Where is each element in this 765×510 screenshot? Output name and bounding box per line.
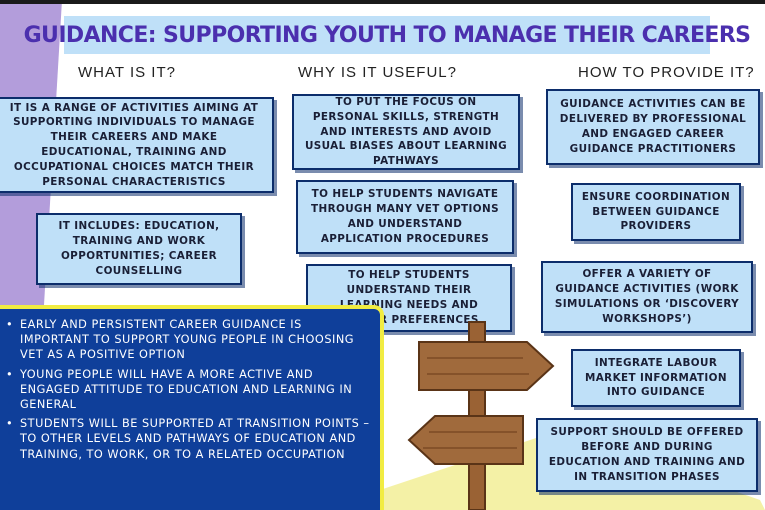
heading-how-to-provide: HOW TO PROVIDE IT? — [578, 64, 755, 81]
card-what-includes: IT INCLUDES: EDUCATION, TRAINING AND WOR… — [36, 213, 242, 285]
bullet-glyph: • — [6, 367, 14, 381]
card-how-variety: OFFER A VARIETY OF GUIDANCE ACTIVITIES (… — [541, 261, 753, 333]
page-title: GUIDANCE: SUPPORTING YOUTH TO MANAGE THE… — [23, 22, 751, 48]
bullet-glyph: • — [6, 417, 14, 431]
card-how-practitioners: GUIDANCE ACTIVITIES CAN BE DELIVERED BY … — [546, 89, 760, 165]
top-edge-strip — [0, 0, 765, 4]
card-how-coordination: ENSURE COORDINATION BETWEEN GUIDANCE PRO… — [571, 183, 741, 241]
signpost-icon — [407, 321, 555, 510]
signpost-arrow-left — [407, 415, 524, 465]
card-how-transition-support: SUPPORT SHOULD BE OFFERED BEFORE AND DUR… — [536, 418, 758, 492]
benefits-panel: • EARLY AND PERSISTENT CAREER GUIDANCE I… — [0, 305, 384, 510]
heading-what-is-it: WHAT IS IT? — [78, 64, 176, 81]
card-how-labour-market: INTEGRATE LABOUR MARKET INFORMATION INTO… — [571, 349, 741, 407]
heading-why-useful: WHY IS IT USEFUL? — [298, 64, 457, 81]
bullet-glyph: • — [6, 318, 14, 331]
benefits-list: • EARLY AND PERSISTENT CAREER GUIDANCE I… — [0, 309, 380, 462]
list-item: • STUDENTS WILL BE SUPPORTED AT TRANSITI… — [6, 417, 370, 461]
card-why-focus-skills: TO PUT THE FOCUS ON PERSONAL SKILLS, STR… — [292, 94, 520, 170]
card-why-navigate-vet: TO HELP STUDENTS NAVIGATE THROUGH MANY V… — [296, 180, 514, 254]
list-item: • EARLY AND PERSISTENT CAREER GUIDANCE I… — [6, 318, 355, 362]
title-banner: GUIDANCE: SUPPORTING YOUTH TO MANAGE THE… — [24, 16, 751, 54]
list-item: • YOUNG PEOPLE WILL HAVE A MORE ACTIVE A… — [6, 367, 353, 412]
card-what-definition: IT IS A RANGE OF ACTIVITIES AIMING AT SU… — [0, 97, 274, 193]
signpost-arrow-right — [418, 341, 555, 391]
